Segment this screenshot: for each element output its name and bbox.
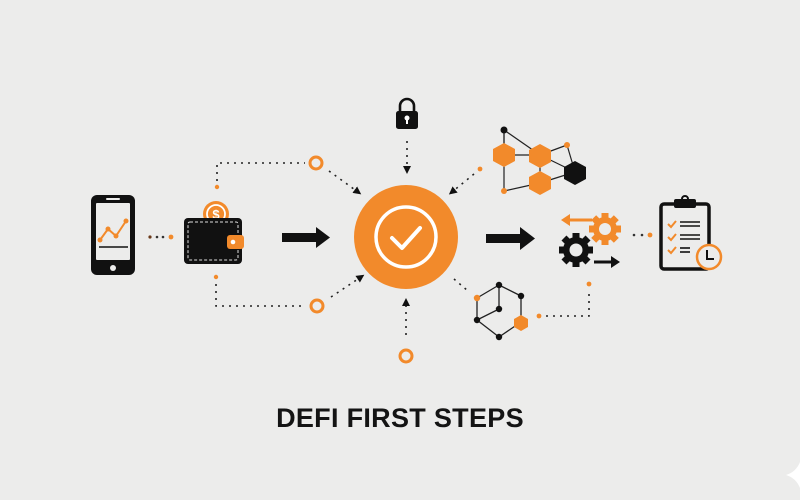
center-network-connector [453,278,469,292]
gears-exchange-icon [559,213,621,268]
network-top-connector [448,166,483,195]
bottom-ring-connector [398,298,414,364]
diagram-title: DEFI FIRST STEPS [276,403,524,433]
cube-network-icon [473,281,528,341]
hexagon-network-icon [493,126,586,195]
svg-text:$: $ [212,207,220,222]
gears-checklist-connector [632,232,653,238]
page-curl-decoration [786,462,800,488]
wallet-bottom-connector [213,274,365,314]
network-gears-connector [536,281,592,319]
checkmark-circle-icon [354,185,458,289]
clipboard-checklist-clock-icon [659,195,723,271]
arrow-right-icon [486,227,535,250]
arrow-right-icon [282,227,330,248]
smartphone-chart-icon [91,195,135,275]
phone-wallet-connector [148,234,174,240]
wallet-top-connector [214,155,362,195]
wallet-dollar-icon: $ [184,201,244,264]
padlock-icon [396,97,418,129]
